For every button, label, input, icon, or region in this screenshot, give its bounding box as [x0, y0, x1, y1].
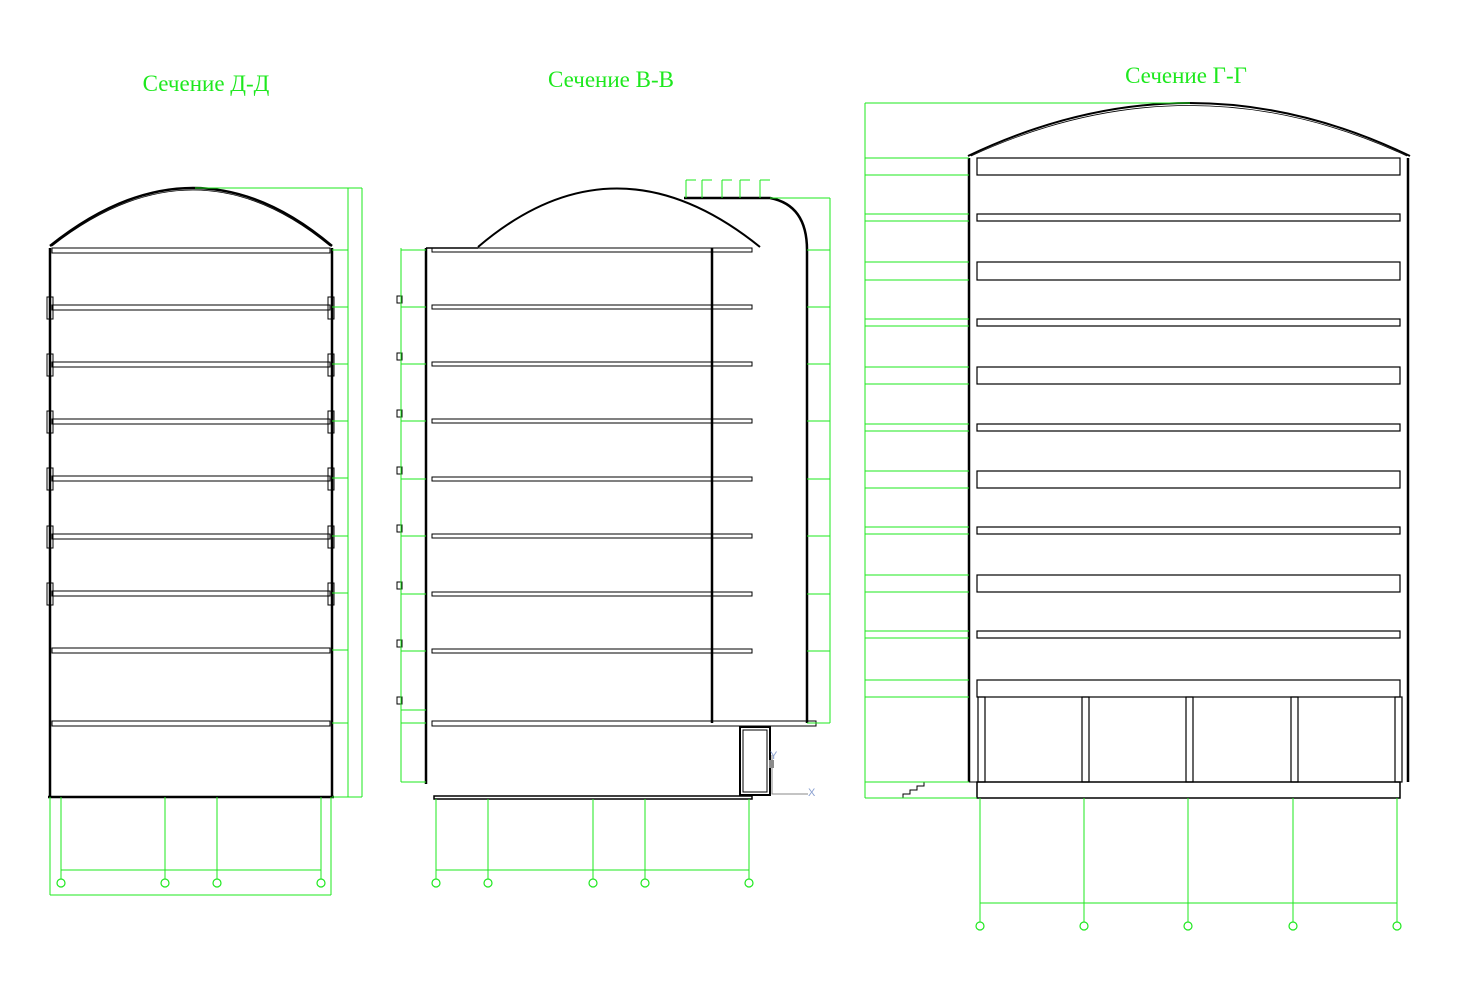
floor-slab	[51, 590, 331, 597]
floor-slab	[51, 647, 331, 654]
floor-band	[976, 213, 1401, 222]
floor-slab	[431, 247, 753, 253]
floor-slab	[51, 247, 331, 254]
floor-slab	[51, 720, 331, 727]
grid-axis-marker	[1079, 921, 1089, 931]
grid-axis-marker	[212, 878, 222, 888]
section-title-v-v: Сечение В-В	[548, 67, 674, 92]
level-mark	[396, 409, 403, 418]
grid-axis-marker	[1288, 921, 1298, 931]
floor-band	[976, 574, 1401, 593]
floor-band	[976, 366, 1401, 385]
level-mark	[396, 639, 403, 648]
ucs-y-label: Y	[770, 750, 778, 762]
roof-vault-inner	[51, 189, 331, 247]
column-bracket	[46, 296, 54, 320]
floor-slab	[431, 304, 753, 310]
level-mark	[396, 696, 403, 705]
floor-slab	[51, 361, 331, 368]
level-mark	[396, 352, 403, 361]
floor-band	[976, 526, 1401, 535]
column	[977, 696, 986, 783]
floor-slab	[431, 418, 753, 424]
floor-slab	[51, 475, 331, 482]
grid-axis-marker	[160, 878, 170, 888]
column-bracket	[327, 296, 335, 320]
grid-axis-marker	[1392, 921, 1402, 931]
ucs-icon: Y X	[769, 750, 816, 799]
floor-band	[976, 261, 1401, 281]
floor-slab	[431, 533, 753, 539]
level-mark	[396, 581, 403, 590]
column	[1290, 696, 1299, 783]
roof-vault	[477, 187, 761, 248]
floor-band	[976, 630, 1401, 639]
floor-band	[976, 679, 1401, 698]
floor-band	[976, 470, 1401, 489]
pit-box	[739, 726, 771, 796]
floor-slab	[431, 648, 753, 654]
column	[1185, 696, 1194, 783]
level-mark	[396, 524, 403, 533]
roof-vault-inner	[970, 105, 1408, 157]
grid-axis-marker	[1183, 921, 1193, 931]
floor-slab	[431, 591, 753, 597]
foundation-slab	[433, 795, 753, 800]
column-bracket	[327, 582, 335, 606]
column-bracket	[46, 467, 54, 491]
floor-slab	[51, 418, 331, 425]
column-bracket	[327, 467, 335, 491]
floor-slab	[51, 533, 331, 540]
ucs-x-label: X	[808, 787, 816, 799]
grid-axis-marker	[744, 878, 754, 888]
column-bracket	[46, 410, 54, 434]
column	[1394, 696, 1403, 783]
level-mark	[396, 295, 403, 304]
grid-axis-marker	[316, 878, 326, 888]
roof-vault	[967, 102, 1411, 157]
curved-stair-wall	[684, 196, 809, 723]
base-slab	[976, 781, 1401, 799]
floor-band	[976, 318, 1401, 327]
column-bracket	[46, 353, 54, 377]
column-bracket	[46, 525, 54, 549]
pit-box-inner	[742, 729, 768, 793]
column-bracket	[327, 353, 335, 377]
entry-steps	[902, 781, 977, 798]
column	[1081, 696, 1090, 783]
section-title-g-g: Сечение Г-Г	[1125, 63, 1247, 88]
floor-slab	[431, 720, 817, 727]
grid-axis-marker	[483, 878, 493, 888]
floor-band	[976, 157, 1401, 176]
floor-band	[976, 423, 1401, 432]
floor-slab	[431, 476, 753, 482]
grid-axis-marker	[56, 878, 66, 888]
column-bracket	[327, 410, 335, 434]
grid-axis-marker	[431, 878, 441, 888]
floor-slab	[51, 304, 331, 311]
grid-axis-marker	[588, 878, 598, 888]
column-bracket	[46, 582, 54, 606]
column-bracket	[327, 525, 335, 549]
level-mark	[396, 466, 403, 475]
section-title-d-d: Сечение Д-Д	[143, 71, 270, 96]
floor-slab	[431, 361, 753, 367]
grid-axis-marker	[640, 878, 650, 888]
roof-vault	[49, 186, 333, 247]
section-geometry	[46, 102, 1411, 931]
grid-axis-marker	[975, 921, 985, 931]
